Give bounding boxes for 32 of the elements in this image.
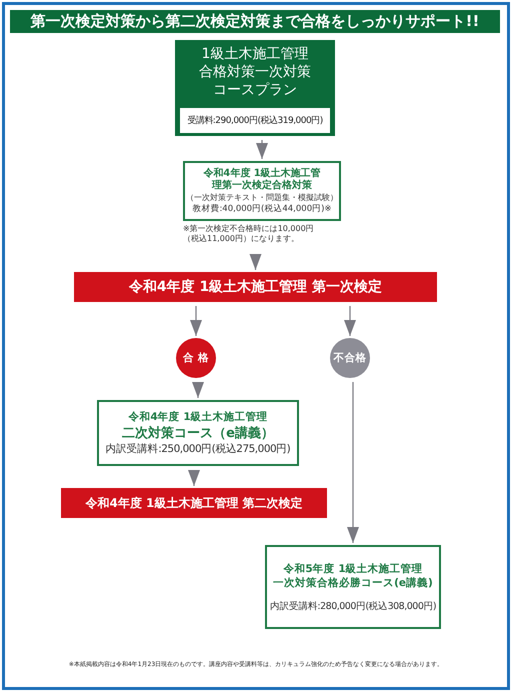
course-plan-box bbox=[175, 40, 335, 136]
exam-banner bbox=[74, 272, 437, 302]
price-text: 教材費:40,000円(税込44,000円)※ bbox=[192, 202, 332, 214]
arrow bbox=[188, 470, 200, 486]
course-title: 令和5年度 1級土木施工管理 bbox=[283, 562, 423, 576]
arrow bbox=[344, 306, 356, 336]
title-banner: 第一次検定対策から第二次検定対策まで合格をしっかりサポート!! bbox=[10, 10, 500, 33]
pass-circle bbox=[176, 338, 216, 378]
course-title: 一次対策合格必勝コース(e講義) bbox=[273, 576, 433, 590]
arrow bbox=[250, 254, 262, 270]
exam-banner bbox=[61, 488, 327, 518]
exam-title: 令和4年度 1級土木施工管理 第二次検定 bbox=[85, 494, 303, 512]
result-label: 合 格 bbox=[183, 351, 209, 365]
course-box bbox=[97, 400, 299, 466]
course-title: 1級土木施工管理合格対策一次対策コースプラン bbox=[198, 45, 312, 100]
arrow bbox=[192, 382, 204, 398]
arrow bbox=[347, 382, 359, 543]
result-label: 不合格 bbox=[334, 351, 366, 365]
price-text: 内訳受講料:250,000円(税込275,000円) bbox=[106, 442, 290, 456]
arrow bbox=[190, 306, 202, 336]
fail-circle bbox=[330, 338, 370, 378]
course-title: 二次対策コース（e講義） bbox=[122, 424, 274, 442]
exam-title: 令和4年度 1級土木施工管理 第一次検定 bbox=[128, 278, 382, 296]
course-title: 令和4年度 1級土木施工管理 bbox=[128, 410, 268, 424]
price-text: 受講料:290,000円(税込319,000円) bbox=[180, 108, 330, 133]
course-box bbox=[265, 545, 441, 629]
contents-text: （一次対策テキスト・問題集・模擬試験） bbox=[186, 192, 338, 202]
course-title: 令和4年度 1級土木施工管理第一次検定合格対策 bbox=[202, 168, 322, 192]
course-box bbox=[183, 161, 341, 221]
price-text: 内訳受講料:280,000円(税込308,000円) bbox=[270, 600, 436, 612]
arrow bbox=[256, 140, 268, 159]
footnote-text: ※第一次検定不合格時には10,000円（税込11,000円）になります。 bbox=[183, 224, 315, 244]
